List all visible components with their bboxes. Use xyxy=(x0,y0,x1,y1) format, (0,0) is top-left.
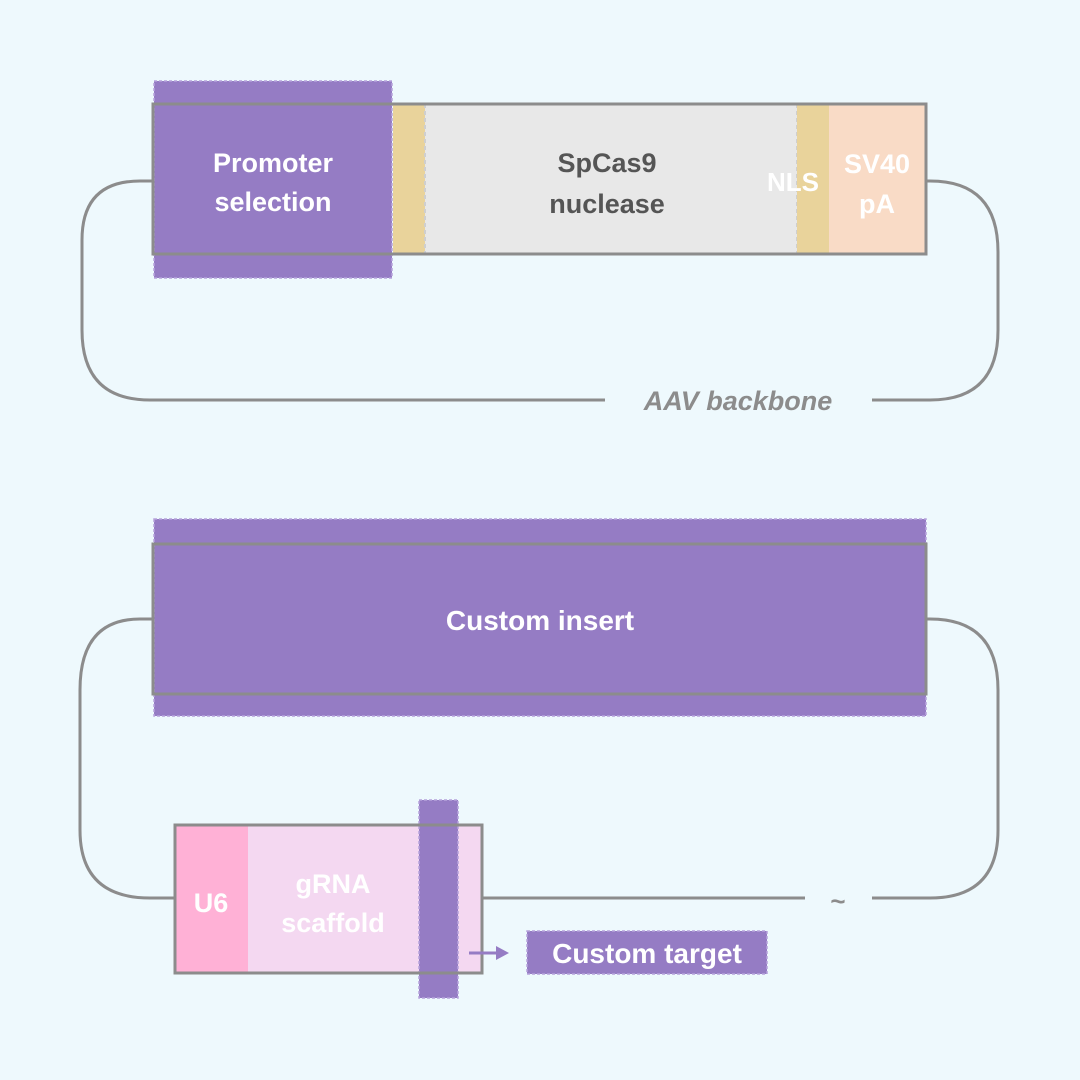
nls-right-segment xyxy=(797,104,829,254)
top-backbone-line xyxy=(80,179,1000,402)
bottom-construct: ~ Custom insert U6 gRNA scaffold Custom … xyxy=(78,518,1000,999)
nls-label: NLS xyxy=(767,167,819,197)
backbone-tilde: ~ xyxy=(830,886,845,916)
insert-outline xyxy=(151,542,928,696)
cas9-label-line2: nuclease xyxy=(549,189,665,219)
backbone-label: AAV backbone xyxy=(643,386,833,416)
grna-cassette-outline xyxy=(173,823,484,975)
cas9-segment xyxy=(425,104,797,254)
polyA-label-line1: SV40 xyxy=(844,149,910,179)
nls-left-segment xyxy=(393,104,425,254)
promoter-label-line2: selection xyxy=(214,187,331,217)
u6-segment xyxy=(175,825,248,973)
top-cassette-outline xyxy=(151,102,928,256)
u6-label: U6 xyxy=(194,888,229,918)
custom-insert-block xyxy=(153,518,927,717)
cas9-label-line1: SpCas9 xyxy=(557,148,656,178)
promoter-label-line1: Promoter xyxy=(213,148,334,178)
top-construct: AAV backbone Promoter selection SpCas9 n… xyxy=(80,80,1000,416)
target-tag xyxy=(526,930,768,975)
target-label: Custom target xyxy=(552,938,742,969)
insert-label: Custom insert xyxy=(446,605,634,636)
promoter-block xyxy=(153,80,393,279)
spacer-block xyxy=(418,799,459,999)
polyA-segment xyxy=(829,104,926,254)
polyA-label-line2: pA xyxy=(859,189,895,219)
scaffold-label-line2: scaffold xyxy=(281,908,385,938)
bottom-backbone-line xyxy=(78,617,1000,900)
scaffold-label-line1: gRNA xyxy=(296,869,371,899)
target-arrow-head-icon xyxy=(496,946,509,960)
